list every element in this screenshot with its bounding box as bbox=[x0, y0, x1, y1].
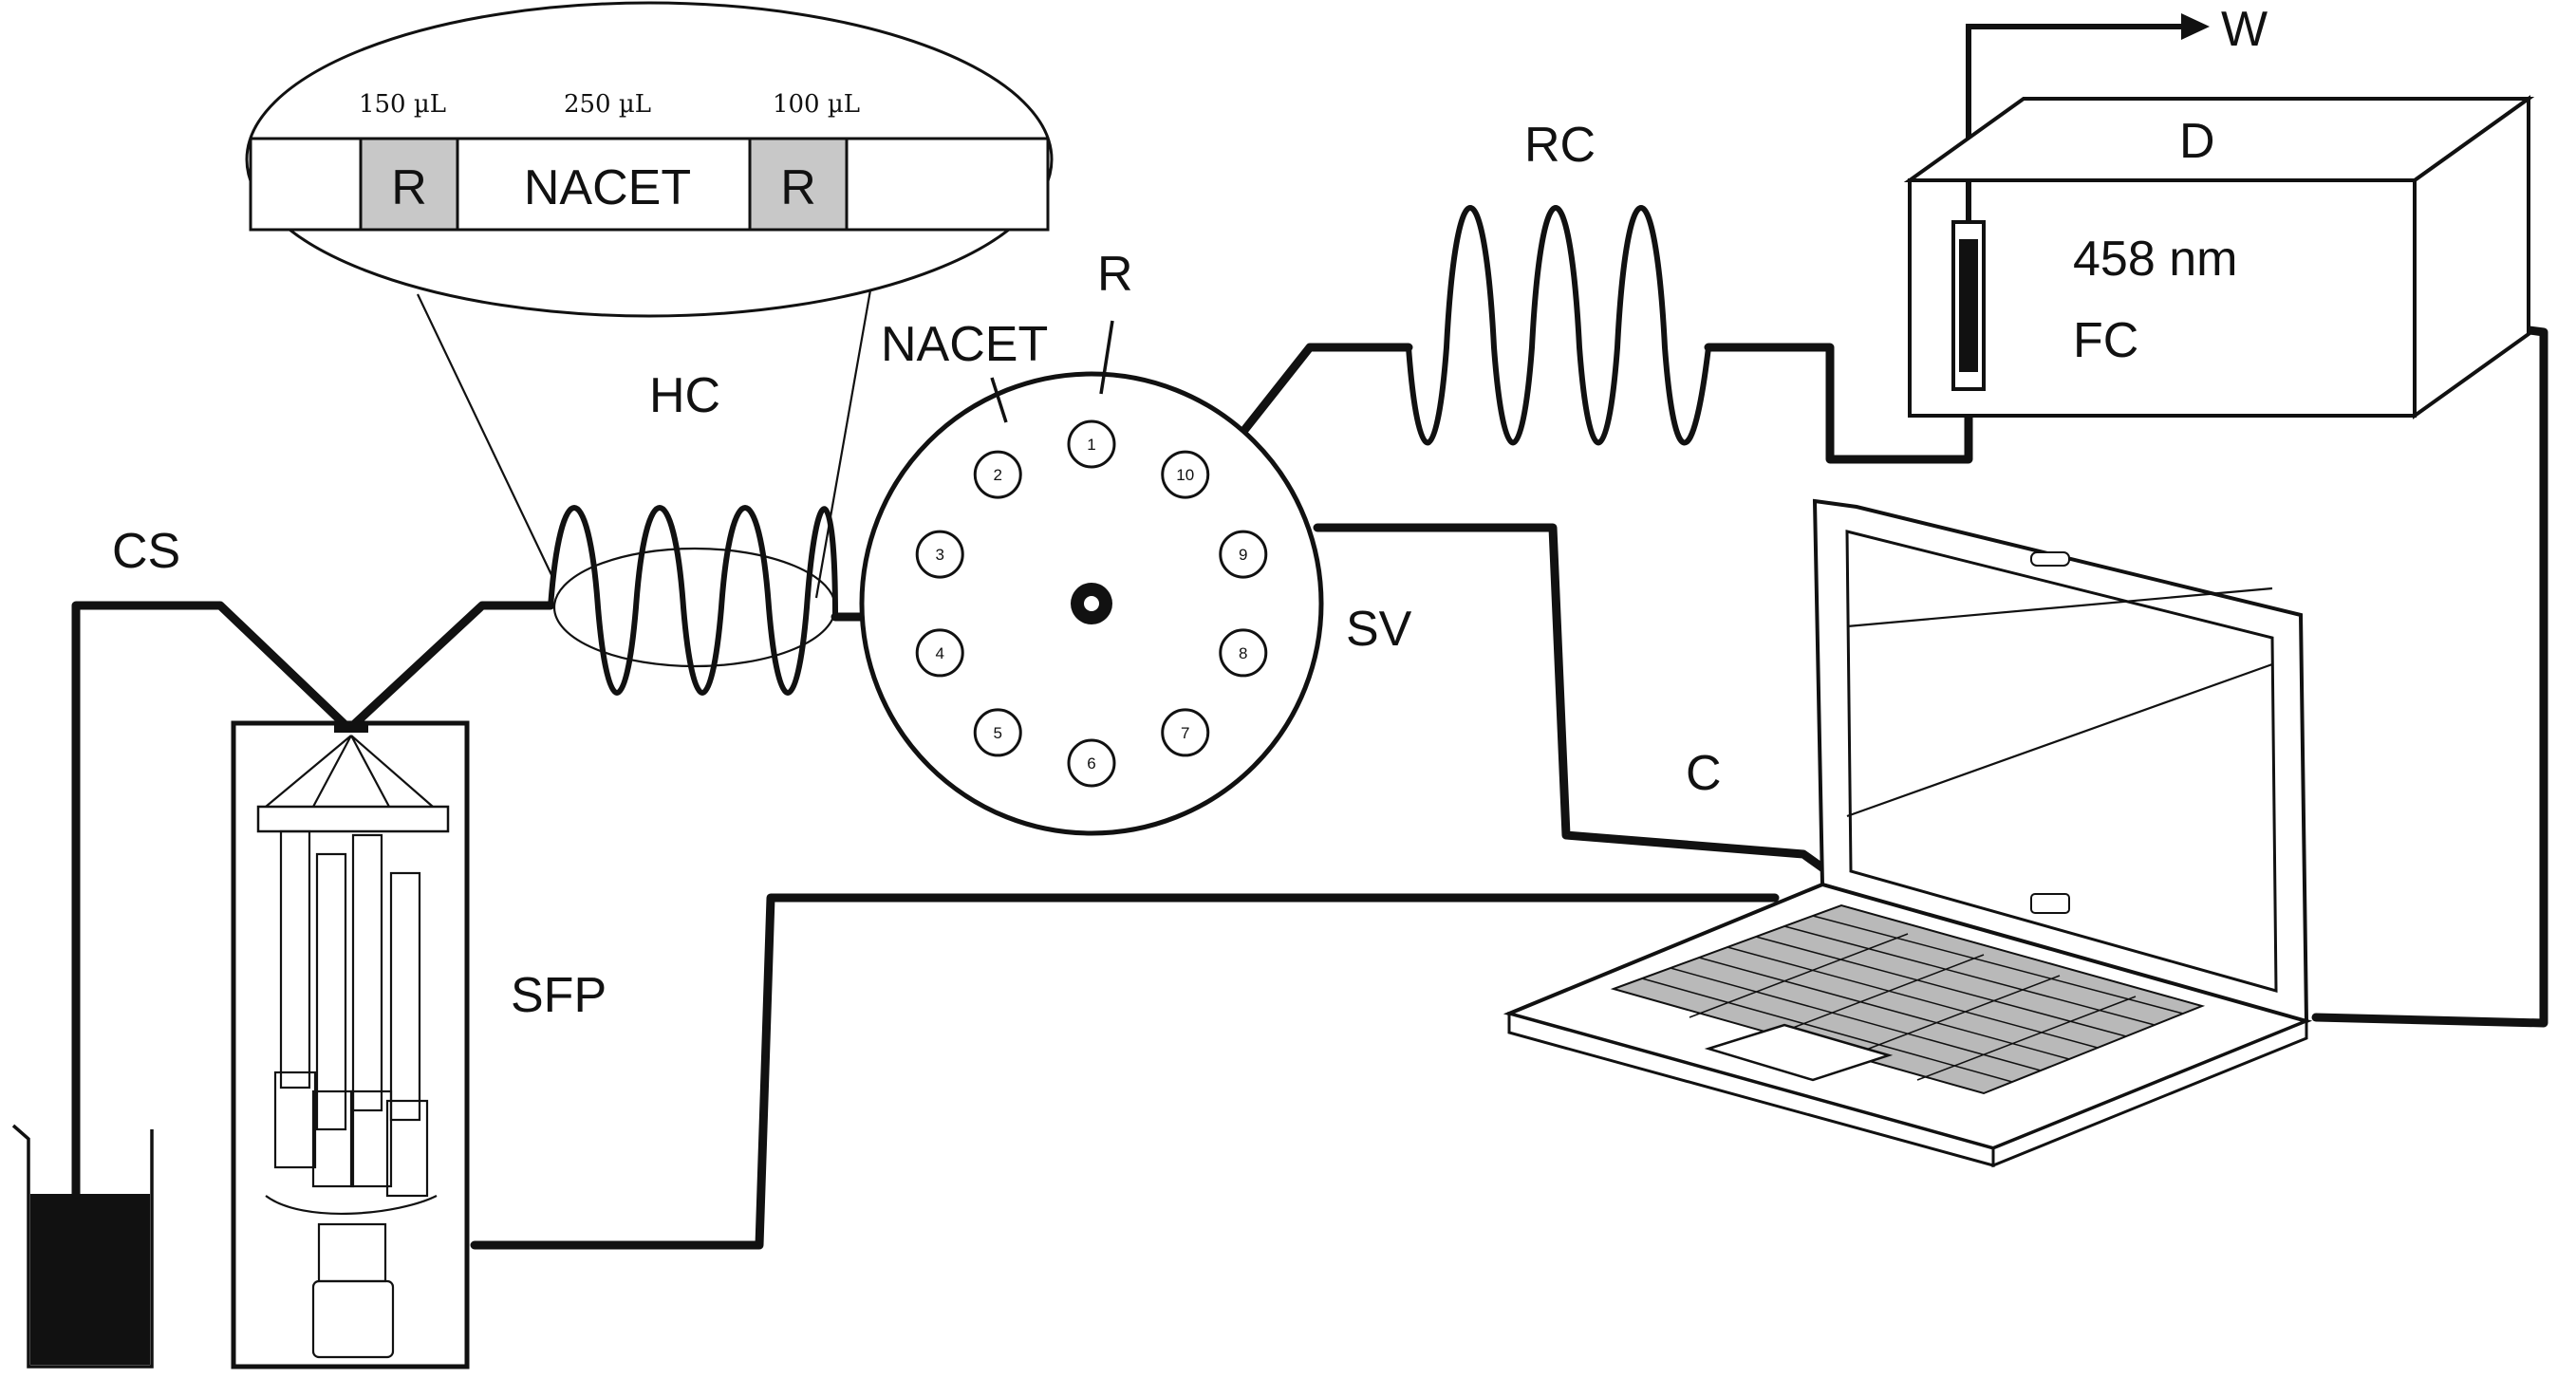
valve-port-circle bbox=[915, 628, 964, 678]
valve-port-circle bbox=[973, 450, 1022, 499]
valve-port-circle bbox=[1161, 450, 1210, 499]
valve-port-circle bbox=[973, 708, 1022, 757]
volume-1: 150 µL bbox=[359, 90, 446, 119]
zone-r-left: R bbox=[391, 160, 427, 215]
valve-port-label: 3 bbox=[935, 546, 943, 564]
inset-callout bbox=[245, 1, 1054, 599]
label-nacet: NACET bbox=[881, 317, 1048, 372]
valve-port-6: 6 bbox=[1067, 738, 1116, 788]
label-d: D bbox=[2179, 114, 2215, 169]
valve-port-2: 2 bbox=[973, 450, 1022, 499]
valve-ports: 1 2 3 4 5 6 7 8 9 10 bbox=[915, 419, 1268, 788]
valve-port-1: 1 bbox=[1067, 419, 1116, 469]
inset-labels: 150 µL 250 µL 100 µL R NACET R bbox=[359, 90, 860, 215]
valve-port-label: 4 bbox=[935, 644, 943, 662]
zone-nacet: NACET bbox=[524, 160, 691, 215]
detector bbox=[1903, 95, 2535, 419]
valve-port-9: 9 bbox=[1219, 530, 1268, 579]
valve-port-circle bbox=[1161, 708, 1210, 757]
syringe-pump bbox=[231, 720, 470, 1369]
label-w: W bbox=[2221, 2, 2268, 57]
label-fc: FC bbox=[2073, 313, 2138, 368]
volume-2: 250 µL bbox=[564, 90, 651, 119]
valve-port-label: 7 bbox=[1181, 724, 1189, 742]
volume-3: 100 µL bbox=[773, 90, 860, 119]
label-hc: HC bbox=[649, 368, 720, 423]
valve-port-circle bbox=[1067, 419, 1116, 469]
label-r: R bbox=[1097, 247, 1133, 302]
valve-port-8: 8 bbox=[1219, 628, 1268, 678]
laptop bbox=[1503, 498, 2313, 1168]
valve-port-label: 6 bbox=[1087, 754, 1095, 773]
valve-port-circle bbox=[1067, 738, 1116, 788]
holding-coil bbox=[548, 505, 838, 696]
valve-port-label: 10 bbox=[1176, 466, 1194, 484]
valve-port-label: 8 bbox=[1239, 644, 1247, 662]
labels: CS SFP HC NACET R SV RC C D 458 nm FC W bbox=[112, 2, 2268, 1023]
label-sfp: SFP bbox=[511, 968, 607, 1023]
label-cs: CS bbox=[112, 524, 180, 579]
valve-port-4: 4 bbox=[915, 628, 964, 678]
valve-port-label: 5 bbox=[994, 724, 1002, 742]
beaker bbox=[11, 1124, 154, 1369]
valve-port-10: 10 bbox=[1161, 450, 1210, 499]
zone-r-right: R bbox=[780, 160, 816, 215]
label-sv: SV bbox=[1346, 602, 1412, 657]
label-wavelength: 458 nm bbox=[2073, 232, 2237, 287]
selection-valve bbox=[859, 320, 1324, 836]
valve-port-label: 9 bbox=[1239, 546, 1247, 564]
valve-port-label: 2 bbox=[994, 466, 1002, 484]
valve-port-circle bbox=[915, 530, 964, 579]
valve-port-label: 1 bbox=[1087, 436, 1095, 454]
valve-port-circle bbox=[1219, 628, 1268, 678]
valve-port-3: 3 bbox=[915, 530, 964, 579]
reaction-coil bbox=[1406, 205, 1711, 446]
valve-port-circle bbox=[1219, 530, 1268, 579]
label-c: C bbox=[1686, 746, 1722, 801]
valve-port-5: 5 bbox=[973, 708, 1022, 757]
label-rc: RC bbox=[1524, 118, 1596, 173]
valve-port-7: 7 bbox=[1161, 708, 1210, 757]
